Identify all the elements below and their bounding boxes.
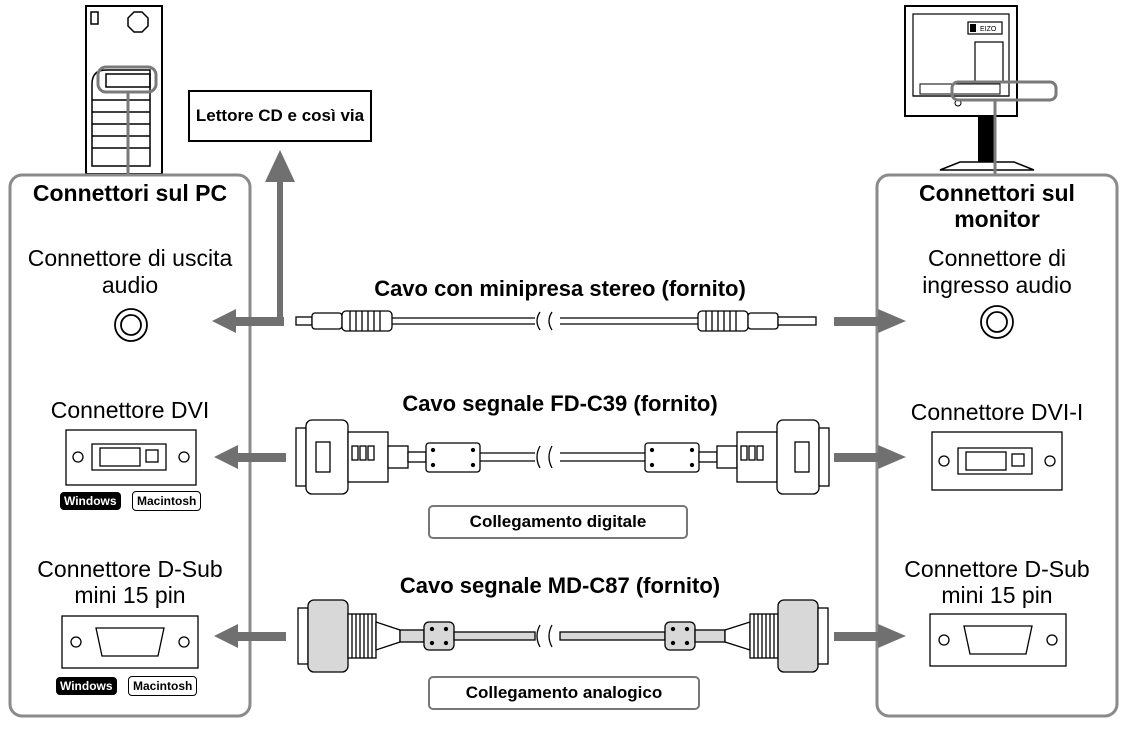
monitor-panel-title: Connettori sul monitor (919, 180, 1075, 232)
monitor-audio-jack (980, 305, 1014, 339)
audio-cable-label: Cavo con minipresa stereo (fornito) (374, 276, 746, 301)
monitor-dvi-label: Connettore DVI-I (910, 399, 1084, 425)
digital-connection-label: Collegamento digitale (428, 505, 688, 539)
dvi-cable (295, 419, 830, 495)
pc-audio-label: Connettore di uscita audio (27, 245, 233, 298)
pc-panel-title: Connettori sul PC (32, 180, 228, 206)
monitor-logo-text: EIZO (980, 26, 997, 33)
cd-player-box: Lettore CD e così via (188, 90, 372, 142)
monitor-dsub-connector (929, 613, 1067, 667)
pc-dvi-badge-macintosh: Macintosh (132, 491, 202, 511)
pc-dsub-badge-windows: Windows (56, 677, 117, 695)
arrow-dsub-right (834, 624, 906, 648)
pc-audio-jack (114, 308, 148, 342)
pc-dsub-label: Connettore D-Sub mini 15 pin (37, 556, 223, 608)
arrow-dvi-right (834, 445, 906, 469)
audio-cable (295, 310, 817, 332)
pc-dsub-badge-macintosh: Macintosh (128, 676, 198, 696)
pc-tower-illustration (85, 5, 163, 175)
pc-dsub-connector (61, 615, 199, 669)
monitor-dsub-label: Connettore D-Sub mini 15 pin (904, 556, 1090, 608)
dvi-cable-label: Cavo segnale FD-C39 (fornito) (402, 391, 718, 416)
pc-dvi-connector (65, 429, 197, 486)
dsub-cable (297, 599, 829, 673)
analog-connection-label: Collegamento analogico (428, 676, 700, 710)
pc-dvi-label: Connettore DVI (50, 397, 210, 423)
arrow-audio-right (834, 309, 906, 333)
monitor-dvi-connector (931, 431, 1063, 491)
pc-dvi-badge-windows: Windows (60, 492, 121, 510)
monitor-illustration: EIZO (904, 5, 1058, 171)
arrow-audio-left (212, 309, 284, 333)
arrow-dsub-left (214, 624, 286, 648)
monitor-audio-label: Connettore di ingresso audio (922, 245, 1072, 298)
dsub-cable-label: Cavo segnale MD-C87 (fornito) (399, 573, 721, 598)
cd-player-arrow (265, 150, 295, 322)
arrow-dvi-left (214, 445, 286, 469)
